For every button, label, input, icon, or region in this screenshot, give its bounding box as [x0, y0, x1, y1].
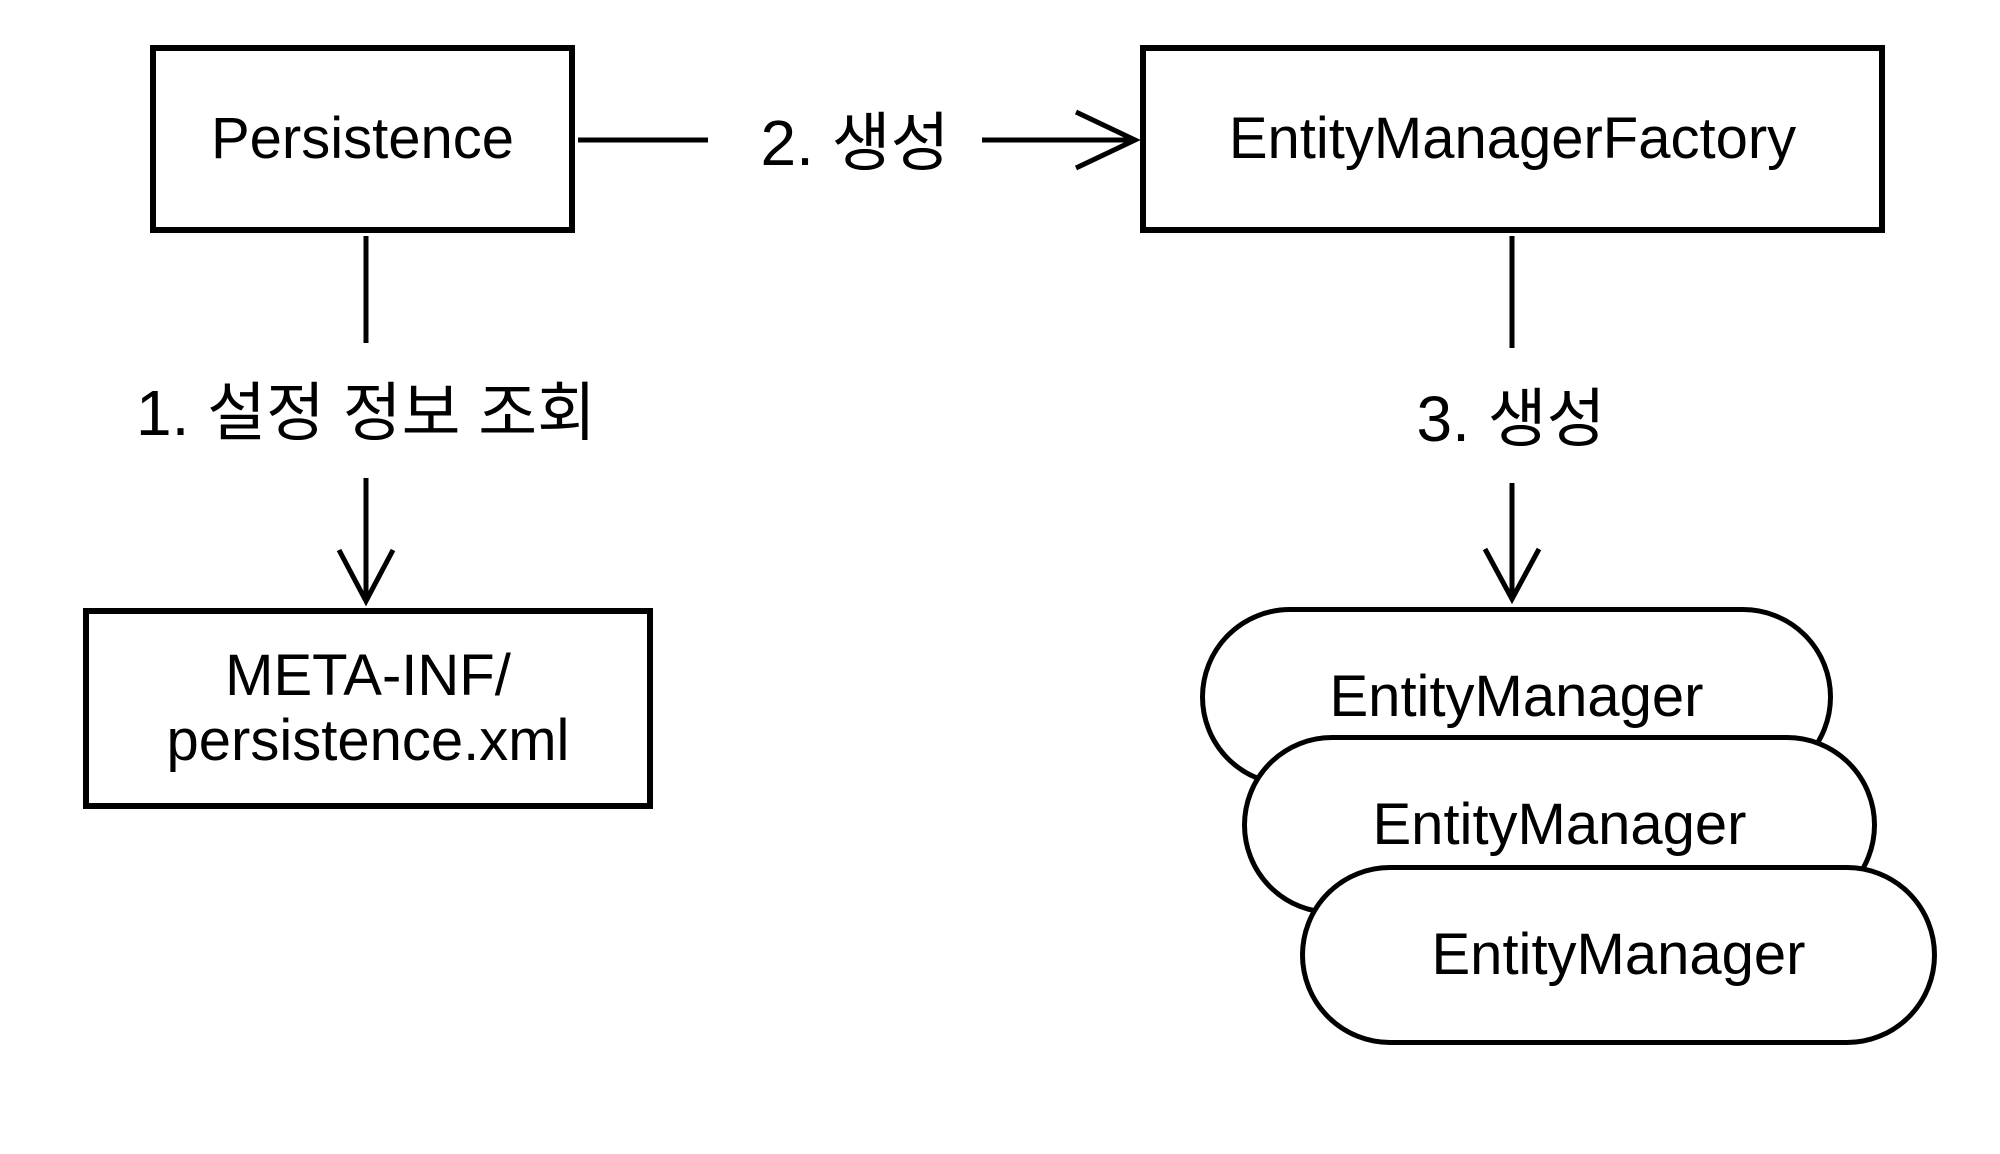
step3-create-label: 3. 생성 — [1416, 383, 1606, 455]
entity-manager-label-2: EntityManager — [1372, 791, 1747, 857]
entity-manager-factory-box: EntityManagerFactory — [1140, 45, 1885, 233]
step1-config-lookup-label: 1. 설정 정보 조회 — [136, 377, 596, 449]
persistence-label: Persistence — [210, 105, 515, 171]
entity-manager-box-3: EntityManager — [1300, 865, 1937, 1045]
persistence-box: Persistence — [150, 45, 575, 233]
entity-manager-label-3: EntityManager — [1431, 921, 1806, 987]
entity-manager-label-1: EntityManager — [1329, 663, 1704, 729]
meta-inf-label-line2: persistence.xml — [166, 707, 570, 773]
step2-create-label: 2. 생성 — [760, 107, 950, 179]
meta-inf-label-line1: META-INF/ — [225, 642, 511, 708]
meta-inf-persistence-xml-box: META-INF/ persistence.xml — [83, 608, 653, 809]
entity-manager-factory-label: EntityManagerFactory — [1228, 105, 1797, 171]
